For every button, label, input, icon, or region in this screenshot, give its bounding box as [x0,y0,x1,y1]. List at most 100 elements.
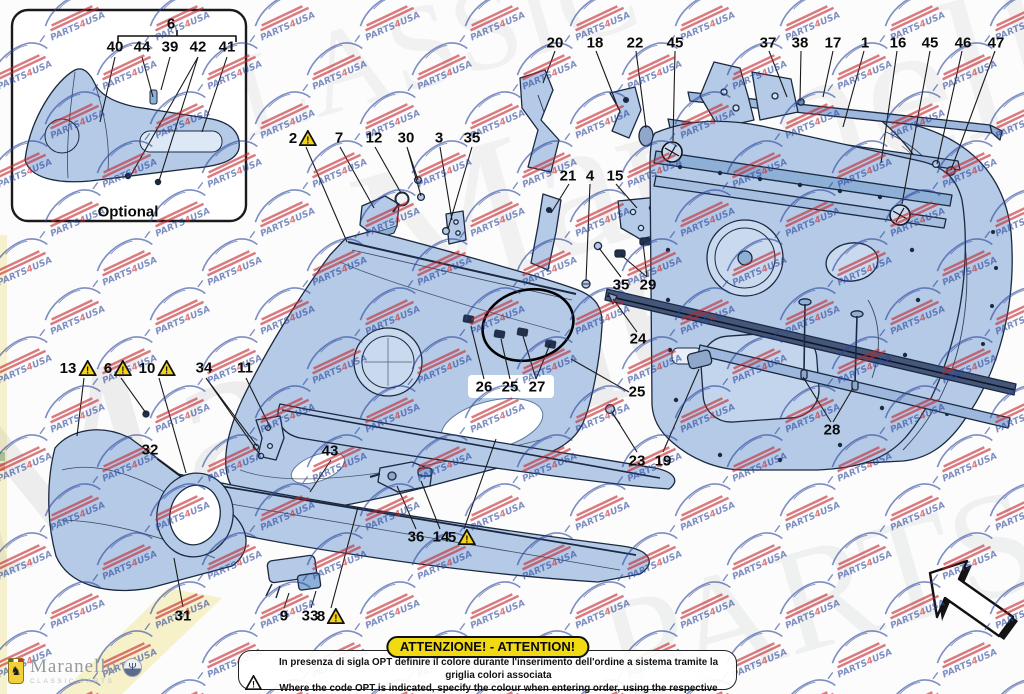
callout-number: 21 [559,167,577,185]
callout-12: 12 [366,131,383,146]
warning-triangle-icon: ! [78,360,97,376]
callout-42: 42 [190,40,207,55]
callout-19: 19 [655,454,672,469]
callout-7: 7 [335,131,343,146]
callout-9: 9 [280,609,288,624]
callout-number: 35 [463,129,481,147]
callout-25: 25 [629,385,646,400]
callout-24: 24 [630,332,647,347]
parts4usa-watermark [0,0,8,45]
parts-layer [10,8,1018,640]
maranello-logo: ♞ Maranello CLASSIC PARTS Ψ [8,656,143,685]
parts4usa-watermark [667,474,743,535]
callout-number: 33 [301,607,319,625]
callout-number: 23 [628,452,646,470]
callout-45: 45 [667,36,684,51]
callout-number: 31 [174,607,192,625]
callout-6: 6 ! [103,359,133,377]
callout-6: 6 [167,17,175,32]
trident-icon: Ψ [123,658,143,677]
callout-35: 35 [464,131,481,146]
callout-number: 6 [166,15,176,33]
callout-47: 47 [988,36,1005,51]
callout-20: 20 [547,36,564,51]
callout-28: 28 [824,423,841,438]
callout-number: 46 [954,34,972,52]
callout-34: 34 [196,361,213,376]
warning-triangle-icon: ! [114,360,133,376]
callout-number: 1 [860,34,870,52]
part-4-screw [581,279,591,289]
svg-text:!: ! [335,613,338,624]
callout-31: 31 [175,609,192,624]
parts4usa-watermark [142,670,218,694]
callout-number: 40 [106,38,124,56]
callout-32: 32 [142,443,159,458]
callout-number: 25 [501,378,519,396]
callout-number: 32 [141,441,159,459]
callout-46: 46 [955,36,972,51]
part-door-inner-frame [649,120,966,471]
callout-number: 2 [288,129,298,147]
callout-number: 14 [432,528,450,546]
brand-subtitle: CLASSIC PARTS [30,678,115,685]
callout-39: 39 [162,40,179,55]
callout-45: 45 [922,36,939,51]
callout-number: 38 [791,34,809,52]
callout-36: 36 [408,530,425,545]
callout-number: 19 [654,452,672,470]
callout-number: 16 [889,34,907,52]
callout-3: 3 [435,131,443,146]
attention-banner: ATTENZIONE! - ATTENTION! ! In presenza d… [238,636,737,694]
callout-number: 7 [334,129,344,147]
callout-37: 37 [760,36,777,51]
callout-number: 39 [161,38,179,56]
parts4usa-watermark [0,82,8,143]
svg-text:!: ! [122,365,125,376]
warning-triangle-icon: ! [299,130,318,146]
callout-number: 43 [321,442,339,460]
parts4usa-watermark [982,670,1024,694]
callout-22: 22 [627,36,644,51]
callout-4: 4 [586,169,594,184]
callout-number: 26 [475,378,493,396]
callout-number: 47 [987,34,1005,52]
callout-10: 10 ! [139,360,176,376]
callout-number: 36 [407,528,425,546]
callout-number: 18 [586,34,604,52]
callout-14: 14 [433,530,450,545]
callout-number: 45 [666,34,684,52]
callout-number: 24 [629,330,647,348]
callout-number: 28 [823,421,841,439]
callout-17: 17 [825,36,842,51]
parts4usa-watermark [352,572,428,633]
callout-8: 8 ! [317,608,346,624]
callout-number: 17 [824,34,842,52]
callout-number: 13 [59,359,77,377]
attention-text: In presenza di sigla OPT definire il col… [267,656,730,694]
callout-33: 33 [302,609,319,624]
callout-15: 15 [607,169,624,184]
callout-number: 44 [133,38,151,56]
callout-number: 20 [546,34,564,52]
callout-number: 22 [626,34,644,52]
callout-number: 35 [612,276,630,294]
callout-11: 11 [237,361,253,376]
callout-number: 6 [103,359,113,377]
part-6-clip [142,410,150,418]
svg-text:!: ! [466,534,469,545]
callout-18: 18 [587,36,604,51]
svg-text:!: ! [307,135,310,146]
attention-line-en: Where the code OPT is indicated, specify… [279,683,718,694]
callout-number: 5 [447,528,457,546]
callout-number: 34 [195,359,213,377]
callout-2: 2 ! [288,129,318,147]
callout-number: 25 [628,383,646,401]
part-46-screw [931,159,941,169]
callout-44: 44 [134,40,151,55]
callout-number: 15 [606,167,624,185]
callout-1: 1 [861,36,869,51]
callout-number: 4 [585,167,595,185]
callout-5: 5 ! [447,528,477,546]
